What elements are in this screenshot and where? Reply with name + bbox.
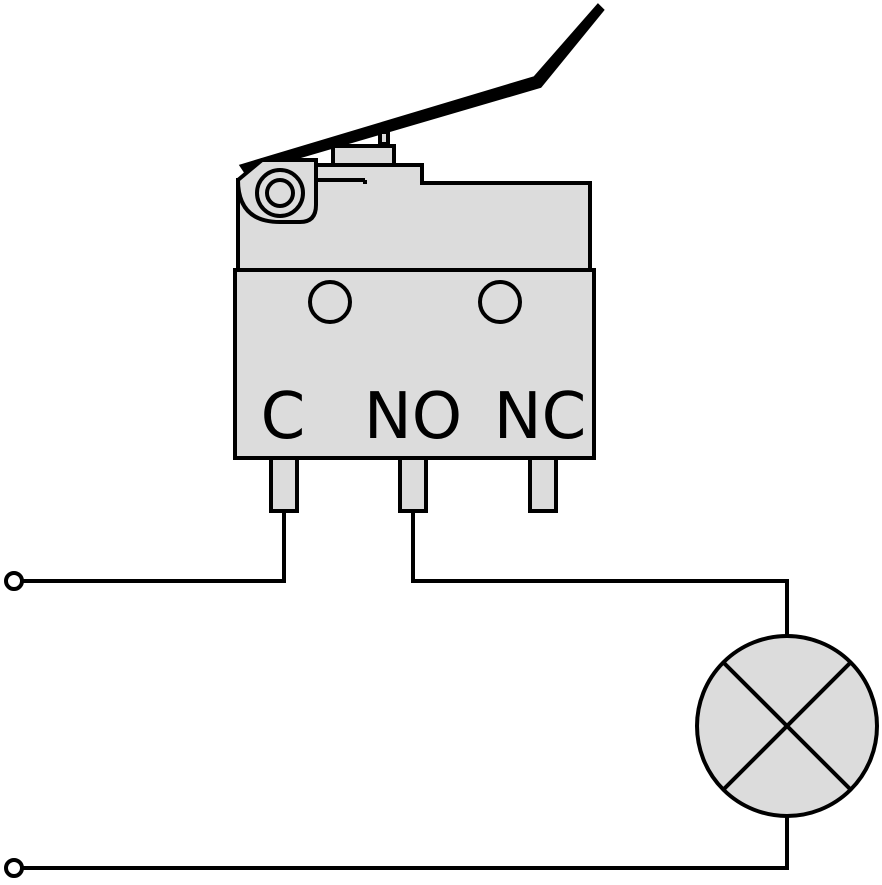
switch-roller bbox=[235, 158, 318, 224]
terminal-label-nc: NC bbox=[494, 380, 587, 454]
switch-lever bbox=[238, 3, 605, 175]
input-terminals bbox=[4, 571, 24, 878]
mounting-hole-right bbox=[478, 280, 522, 324]
terminal-label-c: C bbox=[261, 380, 306, 454]
terminal-label-no: NO bbox=[364, 380, 462, 454]
wire-common bbox=[22, 511, 286, 583]
lamp-symbol bbox=[695, 634, 879, 818]
mounting-hole-left bbox=[308, 280, 352, 324]
terminal-pin-c bbox=[269, 456, 299, 513]
input-terminal-top bbox=[4, 571, 24, 591]
terminal-pins bbox=[269, 456, 558, 513]
input-terminal-bottom bbox=[4, 858, 24, 878]
switch-body: C NO NC bbox=[233, 268, 596, 460]
wire-return bbox=[22, 816, 789, 870]
terminal-pin-no bbox=[398, 456, 428, 513]
circuit-wires bbox=[22, 511, 789, 870]
terminal-pin-nc bbox=[528, 456, 558, 513]
wire-normally-open bbox=[411, 511, 789, 636]
